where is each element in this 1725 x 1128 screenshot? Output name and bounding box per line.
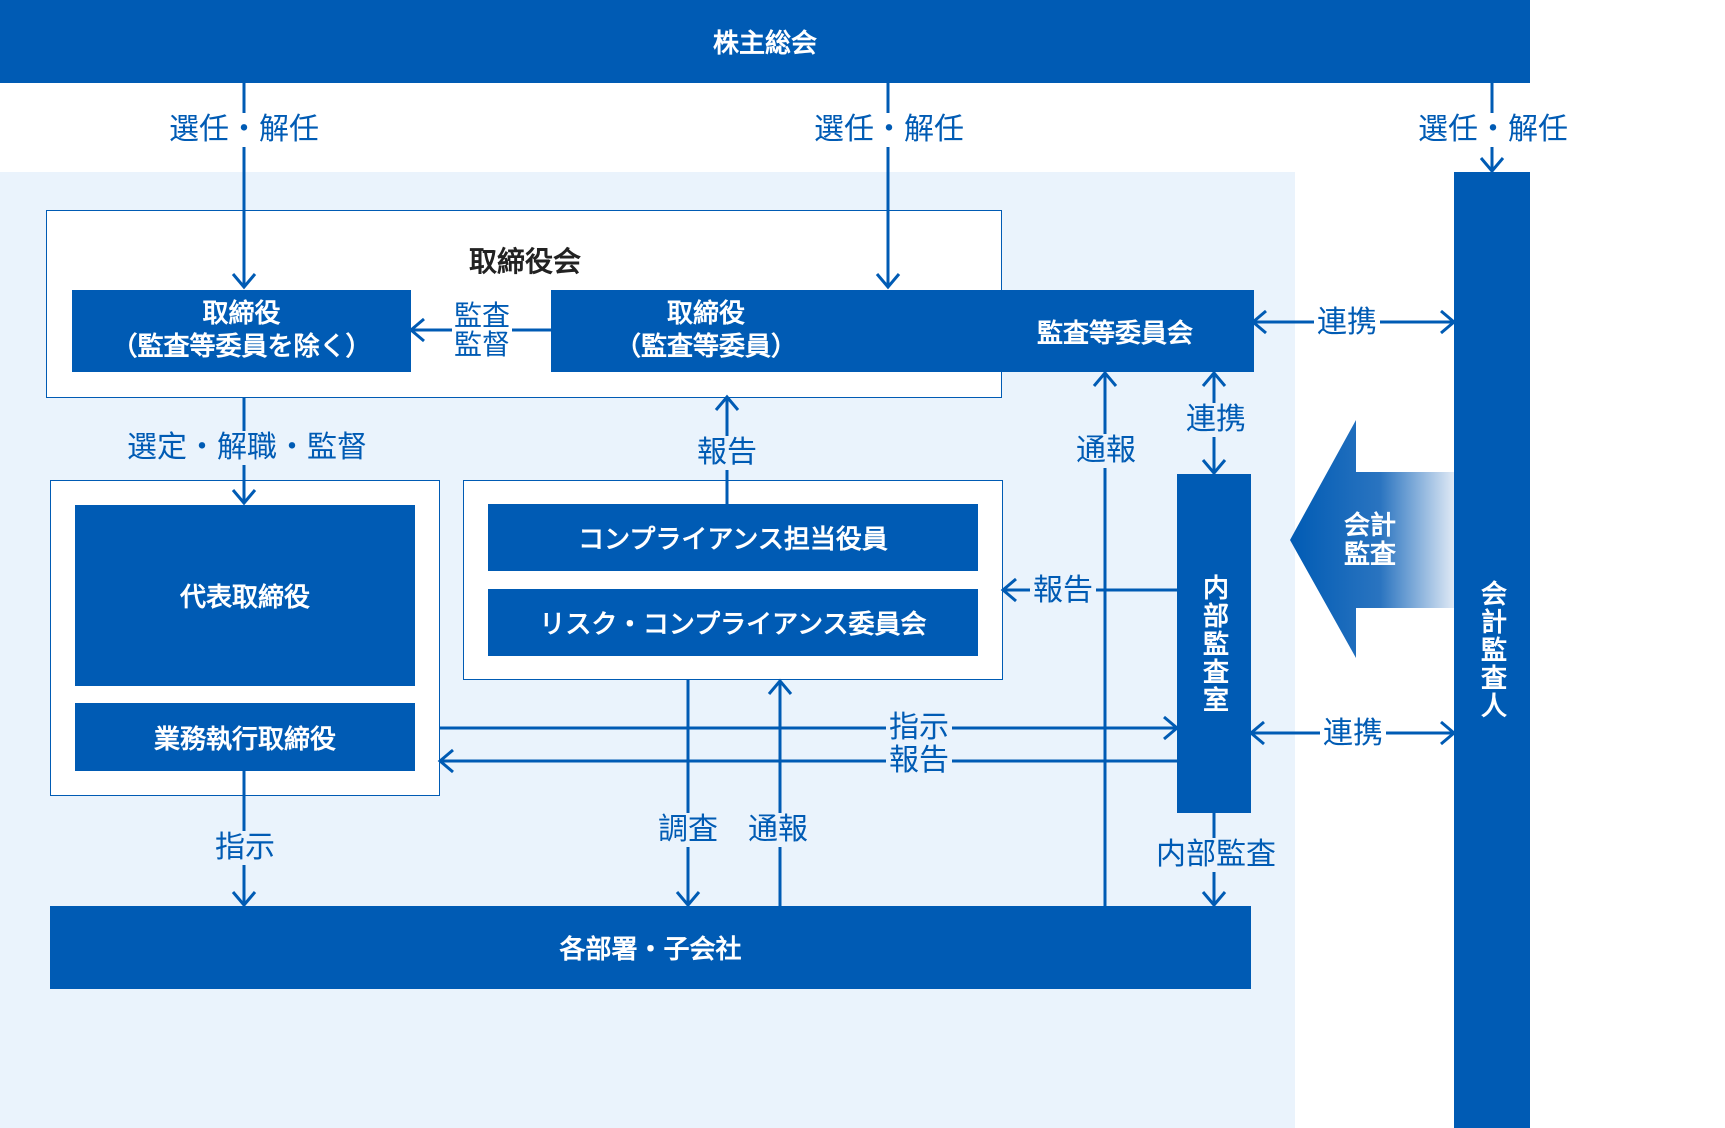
risk-compliance-committee: リスク・コンプライアンス委員会 [488,589,978,656]
directors-excluding-audit: 取締役 （監査等委員を除く） [72,290,411,372]
label-select-supervise: 選定・解職・監督 [124,431,370,465]
directors-audit-line1: 取締役 [666,299,745,329]
audit-committee-label: 監査等委員会 [1036,318,1193,349]
board-title: 取締役会 [468,245,581,278]
compliance-officer-label: コンプライアンス担当役員 [578,525,888,555]
label-notify-compliance: 通報 [745,813,811,847]
accounting-auditor-label: 会計監査人 [1476,580,1507,720]
label-instruct: 指示 [886,711,952,745]
label-coop-vertical: 連携 [1183,403,1249,437]
label-audit: 監査 [454,299,511,332]
shareholders-meeting: 株主総会 [0,0,1530,83]
internal-audit-office-label: 内部監査室 [1198,573,1229,714]
label-supervise: 監督 [454,328,511,361]
accounting-audit-line2: 監査 [1343,540,1396,570]
accounting-audit-arrow-shape [1290,420,1454,658]
compliance-officer: コンプライアンス担当役員 [488,504,978,571]
label-internal-audit: 内部監査 [1153,838,1279,872]
exec-director-label: 業務執行取締役 [153,724,336,755]
label-instruct-dept: 指示 [212,831,278,865]
label-notify-committee: 通報 [1073,434,1139,468]
label-audit-supervise: 監査 監督 [452,299,513,361]
label-report-up: 報告 [694,436,760,470]
directors-audit: 取締役 （監査等委員） [551,290,861,372]
internal-audit-office: 内部監査室 [1177,474,1251,813]
risk-committee-label: リスク・コンプライアンス委員会 [539,610,927,640]
departments-label: 各部署・子会社 [559,935,742,965]
departments-subsidiaries: 各部署・子会社 [50,906,1251,989]
representative-director: 代表取締役 [75,505,415,686]
label-investigate: 調査 [655,813,721,847]
audit-committee-bar [551,290,1254,372]
directors-audit-line2: （監査等委員） [614,332,797,362]
label-select-dismiss-3: 選任・解任 [1415,113,1571,147]
label-select-dismiss-1: 選任・解任 [166,113,322,147]
rep-director-label: 代表取締役 [179,583,310,613]
directors-excl-line1: 取締役 [202,299,281,329]
shareholders-label: 株主総会 [712,29,817,59]
label-coop-bottom: 連携 [1320,717,1386,751]
accounting-auditor: 会計監査人 [1454,172,1530,1128]
directors-excl-line2: （監査等委員を除く） [111,332,372,362]
label-coop-top: 連携 [1314,306,1380,340]
accounting-audit-text: 会計 監査 [1335,512,1405,570]
accounting-audit-line1: 会計 [1343,511,1396,541]
audit-committee: 監査等委員会 [1000,290,1230,372]
label-select-dismiss-2: 選任・解任 [811,113,967,147]
executive-director: 業務執行取締役 [75,703,415,771]
label-report-exec: 報告 [886,744,952,778]
label-report-compliance: 報告 [1030,574,1096,608]
